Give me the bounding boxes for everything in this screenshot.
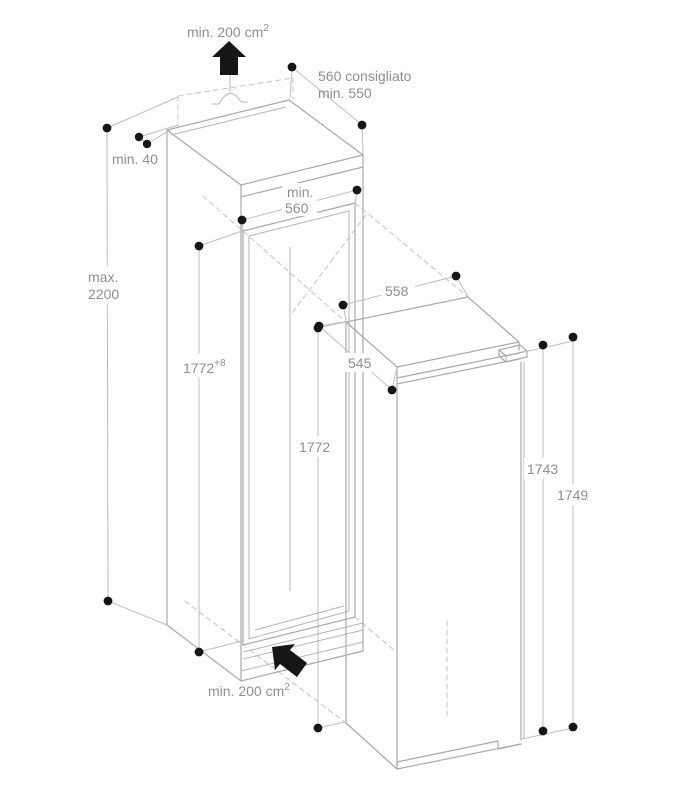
label-appliance-depth: 545	[348, 355, 372, 371]
label-top-depth-line2: min. 550	[318, 85, 372, 101]
niche-opening	[242, 202, 356, 646]
label-top-depth-line1: 560 consigliato	[318, 68, 412, 84]
projection-lines-dashed	[184, 195, 469, 724]
label-appliance-width: 558	[385, 283, 409, 299]
niche-plinth-vent	[240, 622, 364, 672]
label-max-height-line2: 2200	[88, 286, 119, 302]
top-vent-arrow-icon	[212, 41, 246, 75]
label-niche-width-line1: min.	[287, 184, 313, 200]
dimension-niche-height-tolerance	[198, 230, 243, 653]
bottom-vent-arrow-icon	[272, 644, 307, 677]
airflow-symbol-icon	[212, 75, 248, 105]
top-vent-zone-dashed	[177, 77, 294, 127]
label-appliance-height-total: 1749	[557, 487, 588, 503]
dimension-top-depth	[289, 66, 364, 155]
dimension-endpoint-dots	[102, 62, 578, 736]
appliance-door	[396, 740, 522, 763]
label-backplates	[84, 183, 594, 505]
appliance-body	[345, 296, 525, 770]
dimension-max-height	[106, 96, 179, 626]
label-appliance-height-door: 1743	[527, 461, 558, 477]
label-rear-gap: min. 40	[112, 151, 158, 167]
label-niche-height-tolerance: 1772+8	[183, 358, 226, 376]
label-bottom-vent: min. 200 cm2	[208, 682, 290, 699]
label-niche-height: 1772	[299, 439, 330, 455]
door-hinge-top	[498, 344, 528, 363]
label-max-height-line1: max.	[88, 269, 118, 285]
label-niche-width-line2: 560	[285, 200, 309, 216]
dimension-niche-height	[317, 321, 346, 729]
dimension-appliance-height-total	[521, 336, 579, 740]
cabinet-outline	[166, 99, 364, 682]
label-top-vent: min. 200 cm2	[187, 23, 269, 40]
